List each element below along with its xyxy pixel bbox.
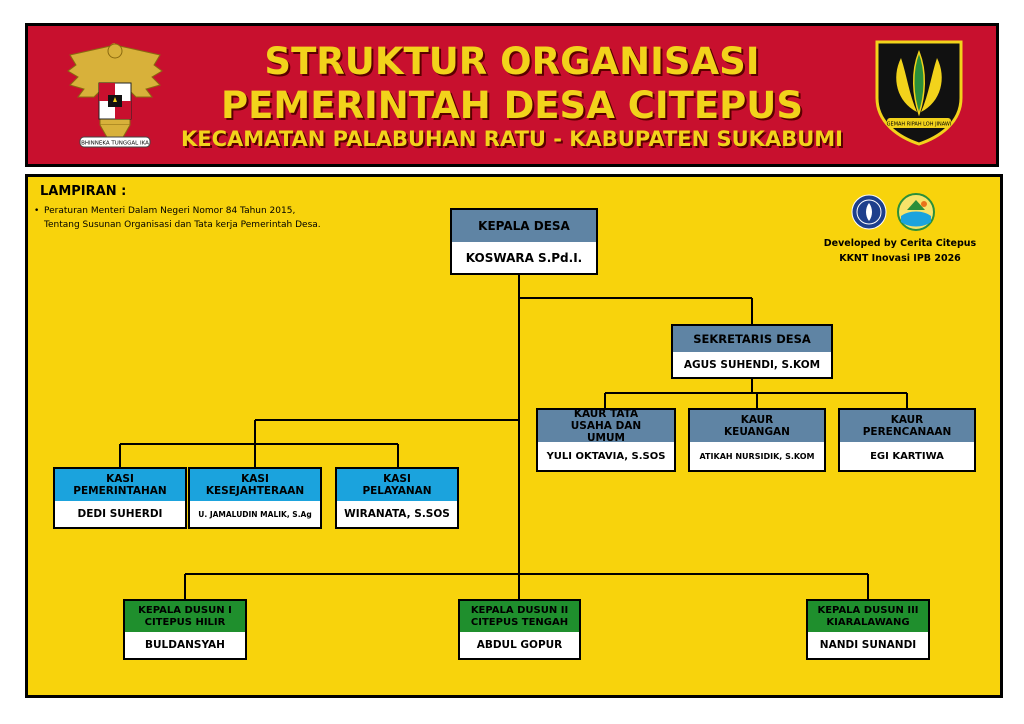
name-kasi-kesejahteraan: U. JAMALUDIN MALIK, S.Ag: [190, 501, 320, 527]
name-kasi-pelayanan: WIRANATA, S.SOS: [337, 501, 457, 527]
position-kasi-kesejahteraan: KASI KESEJAHTERAAN: [190, 469, 320, 503]
lampiran-text: • Peraturan Menteri Dalam Negeri Nomor 8…: [34, 204, 424, 232]
ipb-logo-icon: [851, 194, 887, 230]
name-dusun-1: BULDANSYAH: [125, 632, 245, 658]
name-kepala-desa: KOSWARA S.Pd.I.: [452, 242, 596, 273]
position-dusun-3: KEPALA DUSUN III KIARALAWANG: [808, 601, 928, 634]
lampiran-line-2: Tentang Susunan Organisasi dan Tata kerj…: [44, 220, 321, 230]
box-kasi-pemerintahan: KASI PEMERINTAHAN DEDI SUHERDI: [53, 467, 187, 529]
position-dusun-1: KEPALA DUSUN I CITEPUS HILIR: [125, 601, 245, 634]
position-kepala-desa: KEPALA DESA: [452, 210, 596, 244]
cerita-citepus-logo-icon: [897, 193, 935, 231]
sukabumi-shield-icon: GEMAH RIPAH LOH JINAWI: [875, 40, 963, 146]
lampiran-title: LAMPIRAN :: [40, 184, 127, 199]
box-kasi-kesejahteraan: KASI KESEJAHTERAAN U. JAMALUDIN MALIK, S…: [188, 467, 322, 529]
box-dusun-2: KEPALA DUSUN II CITEPUS TENGAH ABDUL GOP…: [458, 599, 581, 660]
bullet-icon: •: [34, 206, 40, 216]
box-kasi-pelayanan: KASI PELAYANAN WIRANATA, S.SOS: [335, 467, 459, 529]
box-dusun-3: KEPALA DUSUN III KIARALAWANG NANDI SUNAN…: [806, 599, 930, 660]
name-sekretaris-desa: AGUS SUHENDI, S.KOM: [673, 352, 831, 377]
name-kaur-perencanaan: EGI KARTIWA: [840, 442, 974, 470]
name-kaur-tata-usaha: YULI OKTAVIA, S.SOS: [538, 442, 674, 470]
box-kaur-tata-usaha: KAUR TATA USAHA DAN UMUM YULI OKTAVIA, S…: [536, 408, 676, 472]
name-kasi-pemerintahan: DEDI SUHERDI: [55, 501, 185, 527]
box-kaur-perencanaan: KAUR PERENCANAAN EGI KARTIWA: [838, 408, 976, 472]
box-dusun-1: KEPALA DUSUN I CITEPUS HILIR BULDANSYAH: [123, 599, 247, 660]
position-kasi-pemerintahan: KASI PEMERINTAHAN: [55, 469, 185, 503]
svg-text:BHINNEKA TUNGGAL IKA: BHINNEKA TUNGGAL IKA: [81, 141, 149, 147]
subtitle: KECAMATAN PALABUHAN RATU - KABUPATEN SUK…: [181, 127, 843, 151]
name-dusun-3: NANDI SUNANDI: [808, 632, 928, 658]
position-kaur-tata-usaha: KAUR TATA USAHA DAN UMUM: [538, 408, 674, 444]
svg-text:GEMAH RIPAH LOH JINAWI: GEMAH RIPAH LOH JINAWI: [887, 122, 952, 128]
garuda-emblem-icon: BHINNEKA TUNGGAL IKA: [67, 43, 163, 148]
lampiran-line-1: Peraturan Menteri Dalam Negeri Nomor 84 …: [44, 206, 296, 216]
box-sekretaris-desa: SEKRETARIS DESA AGUS SUHENDI, S.KOM: [671, 324, 833, 379]
position-kasi-pelayanan: KASI PELAYANAN: [337, 469, 457, 503]
credits-line-1: Developed by Cerita Citepus: [823, 238, 977, 249]
name-dusun-2: ABDUL GOPUR: [460, 632, 579, 658]
credits: Developed by Cerita Citepus KKNT Inovasi…: [800, 236, 1000, 266]
box-kaur-keuangan: KAUR KEUANGAN ATIKAH NURSIDIK, S.KOM: [688, 408, 826, 472]
title-line-2: PEMERINTAH DESA CITEPUS: [221, 84, 803, 127]
credits-line-2: KKNT Inovasi IPB 2026: [839, 253, 961, 264]
header-banner: [25, 23, 999, 167]
position-sekretaris-desa: SEKRETARIS DESA: [673, 326, 831, 354]
name-kaur-keuangan: ATIKAH NURSIDIK, S.KOM: [690, 442, 824, 470]
box-kepala-desa: KEPALA DESA KOSWARA S.Pd.I.: [450, 208, 598, 275]
position-kaur-keuangan: KAUR KEUANGAN: [690, 410, 824, 444]
title-line-1: STRUKTUR ORGANISASI: [264, 40, 760, 83]
position-dusun-2: KEPALA DUSUN II CITEPUS TENGAH: [460, 601, 579, 634]
position-kaur-perencanaan: KAUR PERENCANAAN: [840, 410, 974, 444]
